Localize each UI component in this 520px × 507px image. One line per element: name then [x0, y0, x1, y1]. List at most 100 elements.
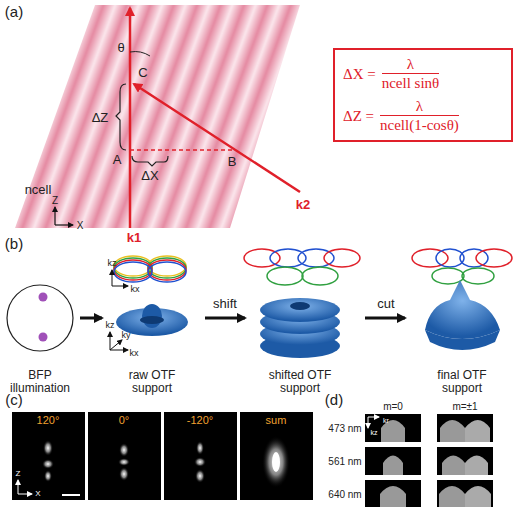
otf-images — [368, 417, 379, 418]
image-label: sum — [266, 414, 287, 426]
otf-images — [383, 456, 403, 476]
bfp-circle — [7, 285, 73, 351]
otf-images — [437, 447, 493, 475]
psf-images — [119, 467, 129, 481]
process-arrows — [80, 317, 102, 320]
axis-label: Z — [52, 195, 58, 206]
psf-images — [12, 412, 85, 500]
formula-numerator: λ — [416, 98, 423, 115]
axis-label: ky — [122, 331, 131, 341]
bfp-circle — [7, 285, 73, 351]
wave-vectors — [129, 8, 132, 228]
psf-images — [194, 457, 206, 467]
bfp-circle — [39, 333, 48, 342]
otf-images — [437, 414, 493, 442]
column-label: m=±1 — [452, 401, 477, 412]
wave-vector-label: k1 — [127, 231, 141, 245]
axis-label: X — [77, 220, 84, 231]
final-otf-3d — [425, 280, 500, 339]
raw-otf-3d — [140, 316, 164, 324]
process-arrows — [365, 317, 405, 320]
point-label: C — [138, 66, 147, 80]
final-otf-2d — [412, 249, 448, 267]
axis-label: Z — [16, 470, 21, 479]
wave-vectors — [130, 8, 300, 228]
dimension-label: ΔZ — [92, 111, 109, 125]
final-otf-2d — [476, 249, 512, 267]
shifted-otf-3d — [260, 298, 340, 322]
axis-label: kx — [131, 285, 140, 295]
shifted-otf-2d — [302, 267, 338, 285]
otf-images — [440, 420, 465, 442]
axis-label: kz — [106, 321, 115, 331]
formula-row: ΔX = λncell sinθ — [343, 56, 503, 92]
formula-denominator: ncell sinθ — [382, 73, 440, 92]
psf-images — [44, 470, 52, 482]
formula-numerator: λ — [407, 56, 414, 73]
otf-images — [380, 486, 406, 507]
otf-images — [437, 480, 493, 507]
psf-images — [62, 494, 80, 496]
raw-otf-2d — [148, 262, 186, 282]
axis-label: kx — [130, 349, 139, 359]
final-otf-2d — [412, 249, 512, 284]
dimension-label: ΔX — [141, 169, 158, 183]
interference-pattern — [15, 5, 300, 228]
wave-vectors — [130, 149, 232, 151]
angle-label: -120° — [187, 414, 213, 426]
axis-label: kz — [371, 429, 378, 437]
otf-images — [439, 486, 465, 507]
final-otf-3d — [425, 280, 500, 350]
axis — [112, 286, 128, 287]
panel-label: (c) — [5, 392, 23, 409]
raw-otf-2d — [114, 256, 152, 276]
axis-label: kz — [108, 259, 117, 269]
otf-images — [365, 414, 421, 442]
psf-images — [118, 458, 130, 466]
otf-images — [465, 486, 491, 507]
brackets — [132, 156, 168, 166]
psf-images — [262, 436, 290, 488]
stage-label: raw OTF support — [112, 369, 192, 395]
psf-images — [164, 412, 237, 500]
fraction: λncell sinθ — [382, 56, 440, 92]
step-label: cut — [377, 297, 394, 311]
axis — [110, 340, 122, 350]
raw-otf-2d — [148, 258, 186, 278]
psf-images — [119, 443, 129, 457]
psf-images — [43, 440, 53, 456]
raw-otf-2d — [114, 260, 152, 280]
formula-lhs: ΔZ = — [343, 108, 374, 125]
psf-images — [18, 494, 32, 495]
wave-vector-label: k2 — [296, 198, 310, 212]
row-label: 473 nm — [328, 423, 361, 434]
axis-label: X — [35, 490, 40, 499]
psf-images — [88, 412, 161, 500]
panel-label: (b) — [5, 236, 23, 253]
stage-label: final OTF support — [422, 369, 502, 395]
final-otf-2d — [460, 249, 488, 267]
shifted-otf-3d — [290, 302, 310, 310]
axis — [110, 350, 128, 351]
shifted-otf-2d — [324, 249, 360, 267]
psf-images — [18, 480, 19, 494]
otf-images — [365, 447, 421, 475]
row-label: 561 nm — [328, 456, 361, 467]
raw-otf-2d — [114, 256, 186, 282]
process-arrows — [205, 317, 245, 320]
angle-label: θ — [117, 41, 124, 55]
point-label: B — [228, 155, 237, 169]
raw-otf-2d — [148, 260, 186, 280]
shifted-otf-2d — [270, 249, 306, 267]
formula-lhs: ΔX = — [343, 66, 376, 83]
axis-label: kr — [383, 417, 389, 425]
formula-row: ΔZ =λncell(1-cosθ) — [343, 98, 503, 134]
raw-otf-2d — [114, 262, 152, 282]
shifted-otf-3d — [260, 298, 340, 358]
psf-images — [42, 459, 54, 469]
column-label: m=0 — [383, 401, 403, 412]
interference-pattern — [15, 5, 300, 228]
axis — [110, 332, 111, 350]
step-label: shift — [213, 297, 237, 311]
